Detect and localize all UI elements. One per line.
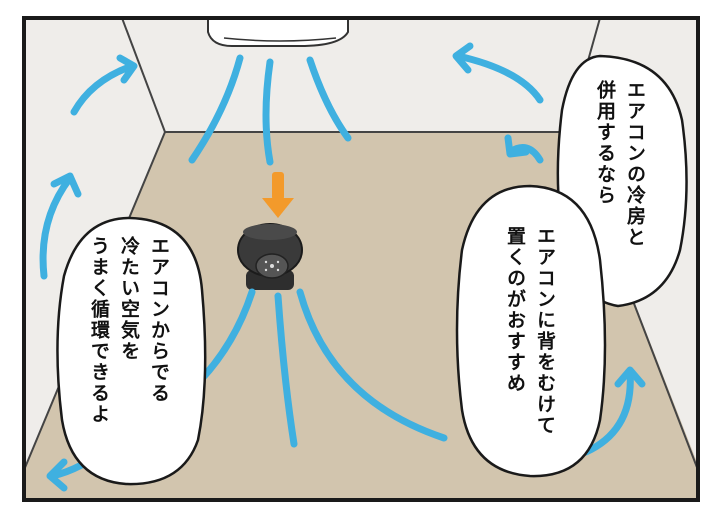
down-arrow-icon [262,172,294,218]
bubble-text-middle-right: エアコンに背をむけて 置くのがおすすめ [500,226,560,436]
wall-edge-left [121,17,166,133]
bubble-text-line: エアコンからでる [148,236,170,404]
bubble-text-line: 冷たい空気を [118,236,140,362]
bubble-text-top-right: エアコンの冷房と 併用するなら [590,80,650,248]
air-circulator [237,223,303,290]
bubble-text-line: 置くのがおすすめ [504,226,526,394]
air-conditioner [207,17,349,47]
panel-frame [22,16,700,502]
ac-airflow [188,54,352,166]
bubble-text-line: 併用するなら [594,80,616,206]
bubble-text-line: エアコンに背をむけて [534,226,556,436]
bubble-text-left: エアコンからでる 冷たい空気を うまく循環できるよ [84,236,174,425]
speech-bubble-left [56,216,207,486]
bubble-text-line: エアコンの冷房と [624,80,646,248]
bubble-text-line: うまく循環できるよ [88,236,110,425]
speech-bubble-middle-right [455,184,607,478]
